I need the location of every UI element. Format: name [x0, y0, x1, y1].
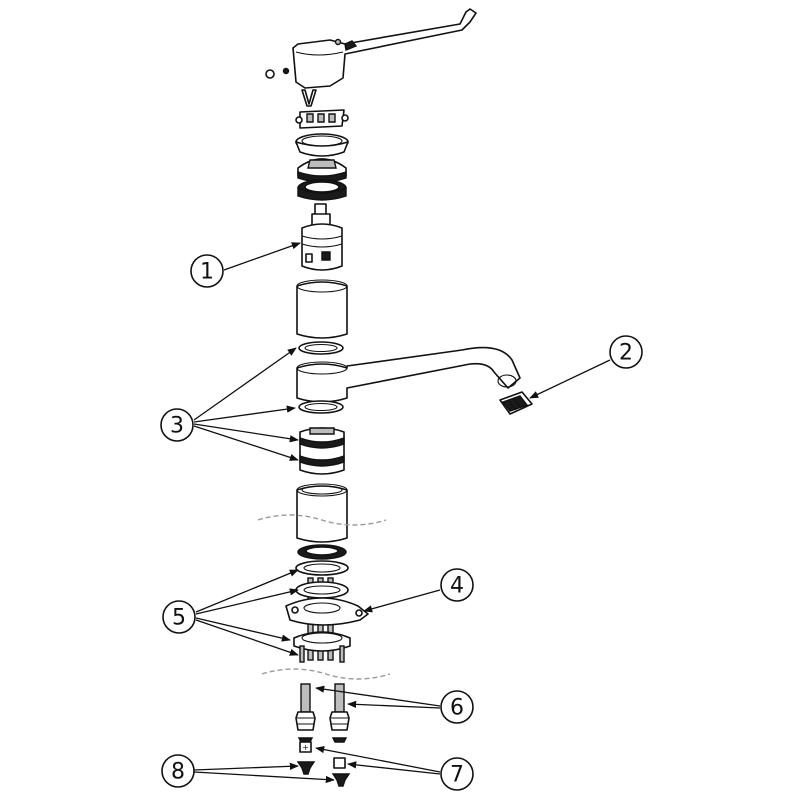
supply-hoses [295, 683, 350, 731]
callout-7: 7 [440, 757, 474, 791]
check-valves: + [297, 737, 348, 769]
diverter-body [299, 427, 345, 475]
leader-5b [195, 588, 299, 615]
leader-8b [193, 771, 335, 784]
callout-6: 6 [440, 690, 474, 724]
callout-label: 8 [171, 760, 185, 785]
leader-7b [347, 761, 441, 775]
callout-4: 4 [440, 568, 474, 602]
break-line-lower [261, 668, 391, 680]
mounting-ring [295, 581, 349, 599]
lower-sleeve [296, 483, 348, 543]
leader-6a [315, 685, 441, 707]
leader-3d [193, 425, 299, 461]
callout-5: 5 [162, 600, 196, 634]
callouts: 1 2 3 4 5 6 7 8 [160, 254, 643, 791]
leader-5c [195, 617, 291, 642]
break-line-upper [257, 514, 387, 526]
leader-3b [193, 405, 296, 423]
leader-3c [193, 423, 299, 443]
aerator [499, 391, 533, 415]
cap-ring [295, 133, 349, 157]
leader-4 [363, 589, 441, 613]
callout-8: 8 [161, 754, 195, 788]
lower-o-ring [298, 400, 344, 414]
base-plate [293, 631, 351, 663]
seal-nut [297, 179, 347, 201]
leader-3a [193, 347, 297, 421]
callout-2: 2 [609, 335, 643, 369]
leader-7a [315, 745, 441, 773]
lever-handle [265, 8, 477, 89]
cartridge [301, 203, 343, 271]
leader-5d [195, 619, 299, 656]
clip-pin [301, 89, 317, 107]
callout-label: 6 [450, 696, 464, 721]
mounting-bracket [285, 597, 369, 626]
leader-2 [529, 359, 611, 399]
filters [296, 761, 351, 787]
leader-6b [347, 700, 441, 709]
leader-1 [223, 242, 301, 271]
upper-sleeve [296, 279, 348, 339]
callout-label: 7 [450, 763, 464, 788]
callout-label: 1 [200, 260, 214, 285]
spout [296, 346, 521, 403]
upper-o-ring [298, 341, 344, 355]
leader-lines [193, 242, 611, 784]
handle-adapter [295, 109, 349, 129]
callout-3: 3 [160, 408, 194, 442]
callout-1: 1 [190, 254, 224, 288]
callout-label: 5 [172, 606, 186, 631]
leader-8a [193, 762, 299, 771]
leader-5a [195, 569, 299, 613]
svg-text:+: + [302, 743, 309, 752]
callout-label: 2 [619, 341, 633, 366]
base-washer [295, 560, 349, 576]
base-gasket [297, 544, 347, 560]
callout-label: 3 [170, 414, 184, 439]
callout-label: 4 [450, 574, 464, 599]
lock-nut [297, 158, 347, 183]
